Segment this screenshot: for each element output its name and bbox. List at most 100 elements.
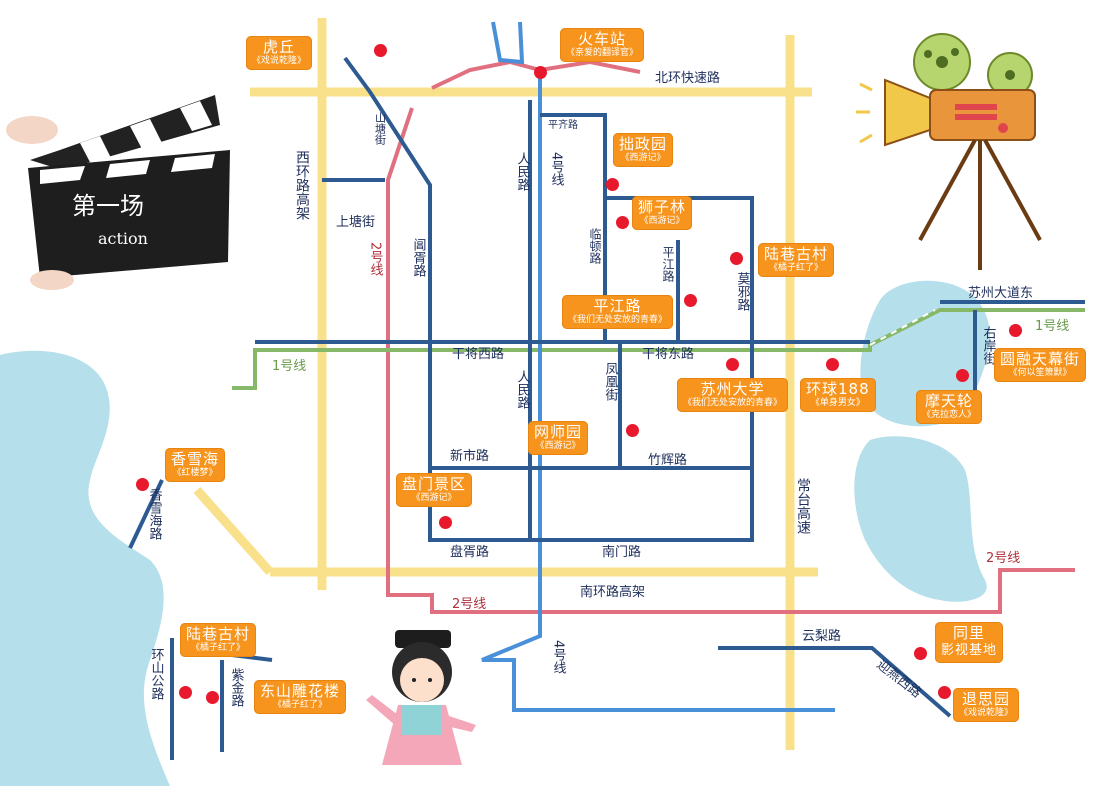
label-shangtang: 上塘街 bbox=[336, 214, 375, 230]
pin-tongli[interactable] bbox=[913, 646, 927, 660]
spot-film: 《橘子红了》 bbox=[273, 700, 328, 710]
spot-station[interactable]: 火车站 《亲爱的翻译官》 bbox=[560, 28, 645, 62]
spot-film: 《单身男女》 bbox=[810, 398, 865, 408]
clapper-subtitle: action bbox=[98, 229, 148, 248]
label-yunli: 云梨路 bbox=[802, 628, 841, 644]
south-loop-road bbox=[430, 342, 754, 542]
label-fenghuang: 凤凰街 bbox=[603, 362, 619, 401]
pin-motianlun[interactable] bbox=[955, 368, 969, 382]
spot-film: 《橘子红了》 bbox=[769, 263, 824, 273]
metro-labels: 1号线 1号线 2号线 2号线 2号线 4号线 4号线 bbox=[272, 152, 1069, 675]
pin-panmen[interactable] bbox=[438, 515, 452, 529]
label-pingqi: 平齐路 bbox=[548, 118, 578, 131]
label-zijin: 紫金路 bbox=[229, 668, 245, 707]
jinji-lake-north bbox=[860, 280, 990, 427]
spot-name: 狮子林 bbox=[638, 198, 687, 216]
spot-film: 《戏说乾隆》 bbox=[959, 708, 1014, 718]
spot-name: 拙政园 bbox=[619, 135, 668, 153]
spot-film: 《我们无处安放的青春》 bbox=[683, 398, 783, 408]
spot-xiangxuehai[interactable]: 香雪海 《红楼梦》 bbox=[165, 448, 226, 482]
pin-wangshi[interactable] bbox=[625, 423, 639, 437]
spot-shizilin[interactable]: 狮子林 《西游记》 bbox=[632, 196, 693, 230]
pin-huqiu[interactable] bbox=[373, 43, 387, 57]
spot-tuisi[interactable]: 退思园 《戏说乾隆》 bbox=[953, 688, 1020, 722]
pin-dongshan[interactable] bbox=[205, 690, 219, 704]
label-pingjiang: 平江路 bbox=[661, 246, 675, 283]
label-line4-south: 4号线 bbox=[551, 640, 567, 675]
pin-pingjianglu[interactable] bbox=[683, 293, 697, 307]
label-lindun: 临顿路 bbox=[588, 228, 602, 265]
metro-line-1 bbox=[232, 308, 1085, 390]
label-line2-east: 2号线 bbox=[986, 551, 1020, 566]
label-line1-east: 1号线 bbox=[1035, 319, 1069, 334]
spot-tongli[interactable]: 同里 影视基地 bbox=[935, 622, 1004, 663]
pin-luxiang-s[interactable] bbox=[178, 685, 192, 699]
label-line4-north: 4号线 bbox=[549, 152, 565, 187]
spot-name: 陆巷古村 bbox=[186, 625, 251, 643]
spot-panmen[interactable]: 盘门景区 《西游记》 bbox=[396, 473, 473, 507]
jinji-lake-south bbox=[854, 436, 987, 602]
spot-film: 《西游记》 bbox=[620, 153, 666, 163]
spot-film: 《西游记》 bbox=[639, 216, 685, 226]
spot-motianlun[interactable]: 摩天轮 《克拉恋人》 bbox=[916, 390, 983, 424]
label-zhuhui: 竹辉路 bbox=[648, 452, 687, 468]
spot-film: 《何以笙箫默》 bbox=[1008, 368, 1072, 378]
pin-zhuozheng[interactable] bbox=[605, 177, 619, 191]
spot-name: 陆巷古村 bbox=[764, 245, 829, 263]
metro-line-4 bbox=[481, 21, 835, 712]
spot-huqiu[interactable]: 虎丘 《戏说乾隆》 bbox=[246, 36, 313, 70]
label-west-ring: 西环路高架 bbox=[294, 150, 310, 220]
spot-film: 《我们无处安放的青春》 bbox=[568, 315, 668, 325]
label-nanmen: 南门路 bbox=[602, 544, 641, 560]
label-ganjiang-e: 干将东路 bbox=[642, 346, 694, 362]
label-line2-north: 2号线 bbox=[368, 242, 384, 277]
spot-name: 虎丘 bbox=[263, 38, 296, 56]
pin-luxiang-n[interactable] bbox=[729, 251, 743, 265]
spot-film: 《克拉恋人》 bbox=[922, 410, 977, 420]
label-renmin-s: 人民路 bbox=[515, 370, 531, 409]
label-line2-south: 2号线 bbox=[452, 597, 486, 612]
spot-luxiang-s[interactable]: 陆巷古村 《橘子红了》 bbox=[180, 623, 257, 657]
spot-name: 退思园 bbox=[962, 690, 1011, 708]
spot-luxiang-n[interactable]: 陆巷古村 《橘子红了》 bbox=[758, 243, 835, 277]
spot-name: 火车站 bbox=[578, 30, 627, 48]
spot-wangshi[interactable]: 网师园 《西游记》 bbox=[528, 421, 589, 455]
pin-tuisi[interactable] bbox=[937, 685, 951, 699]
movie-camera-icon bbox=[856, 33, 1042, 270]
pingqi-road bbox=[540, 113, 607, 342]
pin-suda[interactable] bbox=[725, 357, 739, 371]
label-youan: 右岸街 bbox=[981, 326, 997, 365]
spot-film: 《戏说乾隆》 bbox=[252, 56, 307, 66]
label-xiangmen: 莫邪路 bbox=[735, 272, 751, 311]
spot-dongshan[interactable]: 东山雕花楼 《橘子红了》 bbox=[254, 680, 347, 714]
label-north-ring: 北环快速路 bbox=[655, 70, 720, 86]
spot-name: 苏州大学 bbox=[700, 380, 765, 398]
label-changtai: 常台高速 bbox=[795, 478, 811, 535]
spot-name: 网师园 bbox=[534, 423, 583, 441]
pin-shizilin[interactable] bbox=[615, 215, 629, 229]
spot-film: 《西游记》 bbox=[535, 441, 581, 451]
spot-name: 摩天轮 bbox=[925, 392, 974, 410]
spot-name: 盘门景区 bbox=[402, 475, 467, 493]
label-line1-west: 1号线 bbox=[272, 359, 306, 374]
pin-station[interactable] bbox=[533, 65, 547, 79]
spot-name: 同里 bbox=[953, 624, 986, 642]
city-roads bbox=[128, 56, 1085, 760]
spot-pingjianglu[interactable]: 平江路 《我们无处安放的青春》 bbox=[562, 295, 674, 329]
label-xuxu: 阊胥路 bbox=[411, 238, 427, 277]
spot-zhuozheng[interactable]: 拙政园 《西游记》 bbox=[613, 133, 674, 167]
pin-xiangxuehai[interactable] bbox=[135, 477, 149, 491]
label-shantang: 山塘街 bbox=[374, 112, 387, 146]
spot-film: 《橘子红了》 bbox=[191, 643, 246, 653]
spot-huanqiu[interactable]: 环球188 《单身男女》 bbox=[800, 378, 876, 412]
label-xinshi: 新市路 bbox=[450, 448, 489, 464]
spot-name: 环球188 bbox=[806, 380, 870, 398]
lake-crossing-dash bbox=[869, 309, 936, 346]
pin-yuanrong[interactable] bbox=[1008, 323, 1022, 337]
label-south-ring: 南环路高架 bbox=[580, 584, 645, 600]
pin-huanqiu[interactable] bbox=[825, 357, 839, 371]
spot-yuanrong[interactable]: 圆融天幕街 《何以笙箫默》 bbox=[994, 348, 1087, 382]
spot-suda[interactable]: 苏州大学 《我们无处安放的青春》 bbox=[677, 378, 789, 412]
